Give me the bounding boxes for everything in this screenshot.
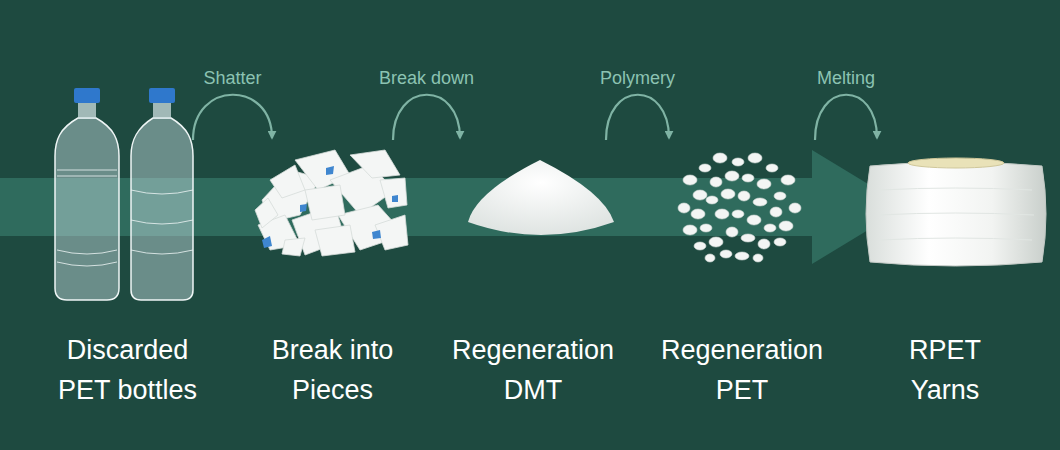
curved-arrow <box>393 95 460 140</box>
step-action-label: Polymery <box>596 67 679 89</box>
process-step: Discarded PET bottles <box>40 140 215 410</box>
process-step: Regeneration DMT <box>438 140 628 410</box>
pet-pellets-picture <box>678 153 801 262</box>
step-action-label: Melting <box>813 67 879 89</box>
step-caption: Regeneration DMT <box>440 330 626 410</box>
yarn-spool-picture <box>866 158 1046 266</box>
step-caption: Regeneration PET <box>649 330 835 410</box>
blue-flakes <box>262 166 398 248</box>
step-caption: Break into Pieces <box>253 330 413 410</box>
process-step: Break into Pieces <box>250 140 415 410</box>
flakes-picture <box>255 150 408 256</box>
dmt-powder-picture <box>468 160 614 235</box>
curved-arrow <box>815 95 877 140</box>
step-caption: RPET Yarns <box>890 330 1000 410</box>
bottles-picture <box>55 88 193 300</box>
curved-arrow <box>193 95 272 140</box>
step-action-label: Shatter <box>199 67 265 89</box>
step-caption: Discarded PET bottles <box>48 330 208 410</box>
process-step: Regeneration PET <box>647 140 837 410</box>
process-step: RPET Yarns <box>855 140 1035 410</box>
curved-arrow <box>606 95 669 140</box>
step-action-label: Break down <box>375 67 478 89</box>
